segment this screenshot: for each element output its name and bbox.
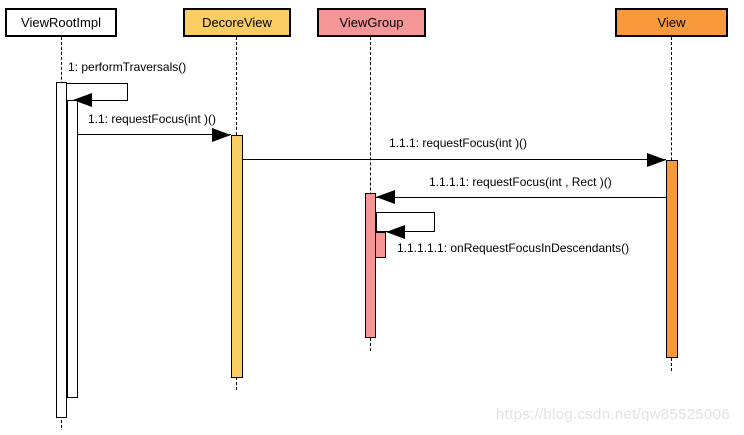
- activation-viewgroup: [365, 193, 376, 338]
- actor-viewgroup-label: ViewGroup: [339, 15, 404, 30]
- activation-view: [666, 160, 678, 358]
- message-3-label: 1.1.1: requestFocus(int )(): [389, 136, 528, 150]
- actor-view: View: [615, 8, 728, 37]
- actor-view-label: View: [657, 15, 686, 30]
- actor-decoreview-label: DecoreView: [202, 15, 272, 30]
- watermark: https://blog.csdn.net/qw85525006: [496, 406, 730, 423]
- message-4-arrowhead: [376, 190, 395, 204]
- message-4-line: [376, 197, 666, 198]
- message-3-line: [243, 159, 666, 160]
- self-call-onrequestfocus: [376, 212, 435, 232]
- message-2-label: 1.1: requestFocus(int )(): [88, 112, 217, 126]
- activation-viewrootimpl-outer: [56, 82, 67, 418]
- actor-viewrootimpl: ViewRootImpl: [5, 8, 117, 37]
- actor-viewrootimpl-label: ViewRootImpl: [21, 15, 101, 30]
- message-4-label: 1.1.1.1: requestFocus(int , Rect )(): [429, 175, 612, 189]
- actor-viewgroup: ViewGroup: [317, 8, 426, 37]
- message-1-arrowhead: [73, 93, 92, 107]
- actor-decoreview: DecoreView: [183, 8, 291, 37]
- message-5-arrowhead: [386, 225, 405, 239]
- activation-decoreview: [231, 135, 243, 378]
- activation-viewrootimpl-inner: [67, 100, 78, 398]
- message-2-arrowhead: [212, 128, 231, 142]
- message-2-line: [78, 134, 231, 135]
- activation-viewgroup-nested: [375, 232, 386, 258]
- message-3-arrowhead: [647, 153, 666, 167]
- message-1-label: 1: performTraversals(): [68, 60, 187, 74]
- message-5-label: 1.1.1.1.1: onRequestFocusInDescendants(): [397, 241, 630, 255]
